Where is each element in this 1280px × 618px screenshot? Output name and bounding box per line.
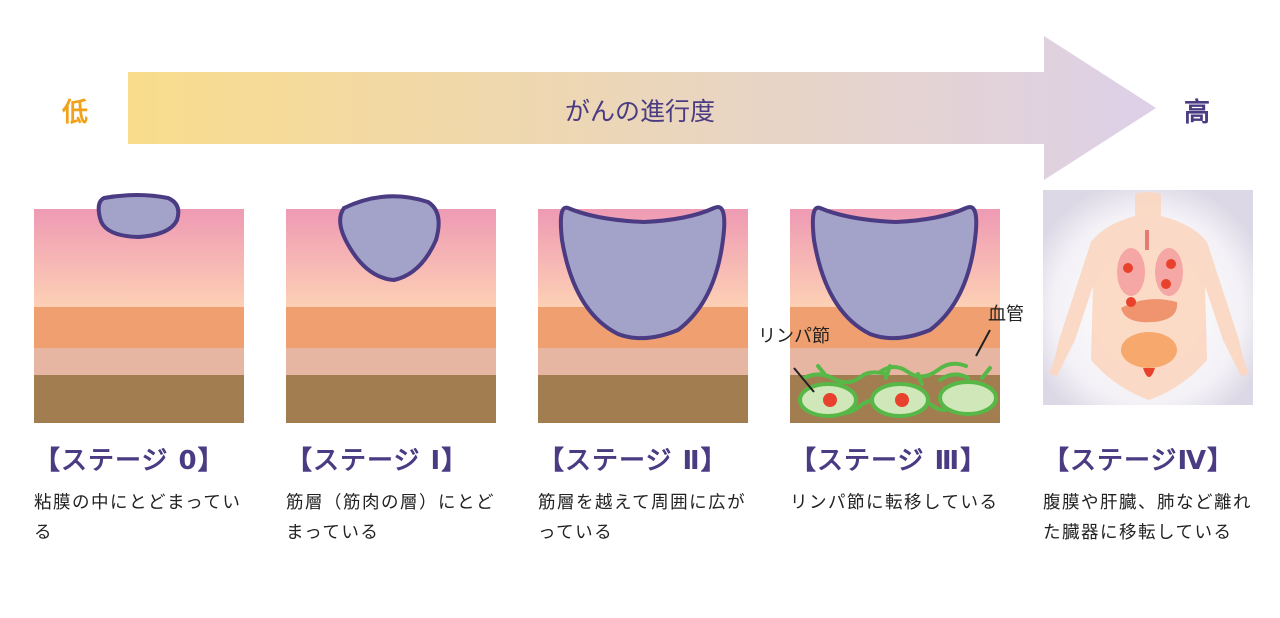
lymph-node-label: リンパ節 xyxy=(758,326,830,347)
stage-4-title: 【ステージⅣ】 xyxy=(1043,446,1235,476)
stage-1-illustration xyxy=(286,194,496,423)
stage-0-description: 粘膜の中にとどまっている xyxy=(34,493,242,543)
stage-3-illustration xyxy=(790,205,1000,423)
organs xyxy=(1117,230,1183,377)
stage-3-title: 【ステージ Ⅲ】 xyxy=(790,446,988,476)
high-label: 高 xyxy=(1184,98,1211,128)
stage-0-illustration xyxy=(34,193,244,423)
blood-vessel-label: 血管 xyxy=(988,304,1024,325)
arrow-title: がんの進行度 xyxy=(564,97,715,126)
tumor xyxy=(558,205,727,341)
lymph-nodes xyxy=(798,380,998,418)
progression-arrow xyxy=(128,36,1156,180)
tumor xyxy=(96,193,181,240)
stage-4-description: 腹膜や肝臓、肺など離れた臓器に移転している xyxy=(1043,493,1252,543)
lymph-node-leader xyxy=(793,367,815,393)
stage-2-illustration xyxy=(538,205,748,423)
stage-3-description: リンパ節に転移している xyxy=(790,493,999,513)
tumor xyxy=(810,205,979,341)
low-label: 低 xyxy=(62,98,89,128)
blood-vessel-leader xyxy=(975,329,991,357)
stage-4-illustration xyxy=(1043,190,1253,405)
stage-1-title: 【ステージ Ⅰ】 xyxy=(286,446,469,476)
stage-2-title: 【ステージ Ⅱ】 xyxy=(538,446,728,476)
stage-0-title: 【ステージ 0】 xyxy=(34,446,225,476)
body-outline xyxy=(1049,192,1249,400)
tumor xyxy=(338,194,441,283)
stage-1-description: 筋層（筋肉の層）にとどまっている xyxy=(286,493,495,543)
stage-2-description: 筋層を越えて周囲に広がっている xyxy=(538,493,747,543)
